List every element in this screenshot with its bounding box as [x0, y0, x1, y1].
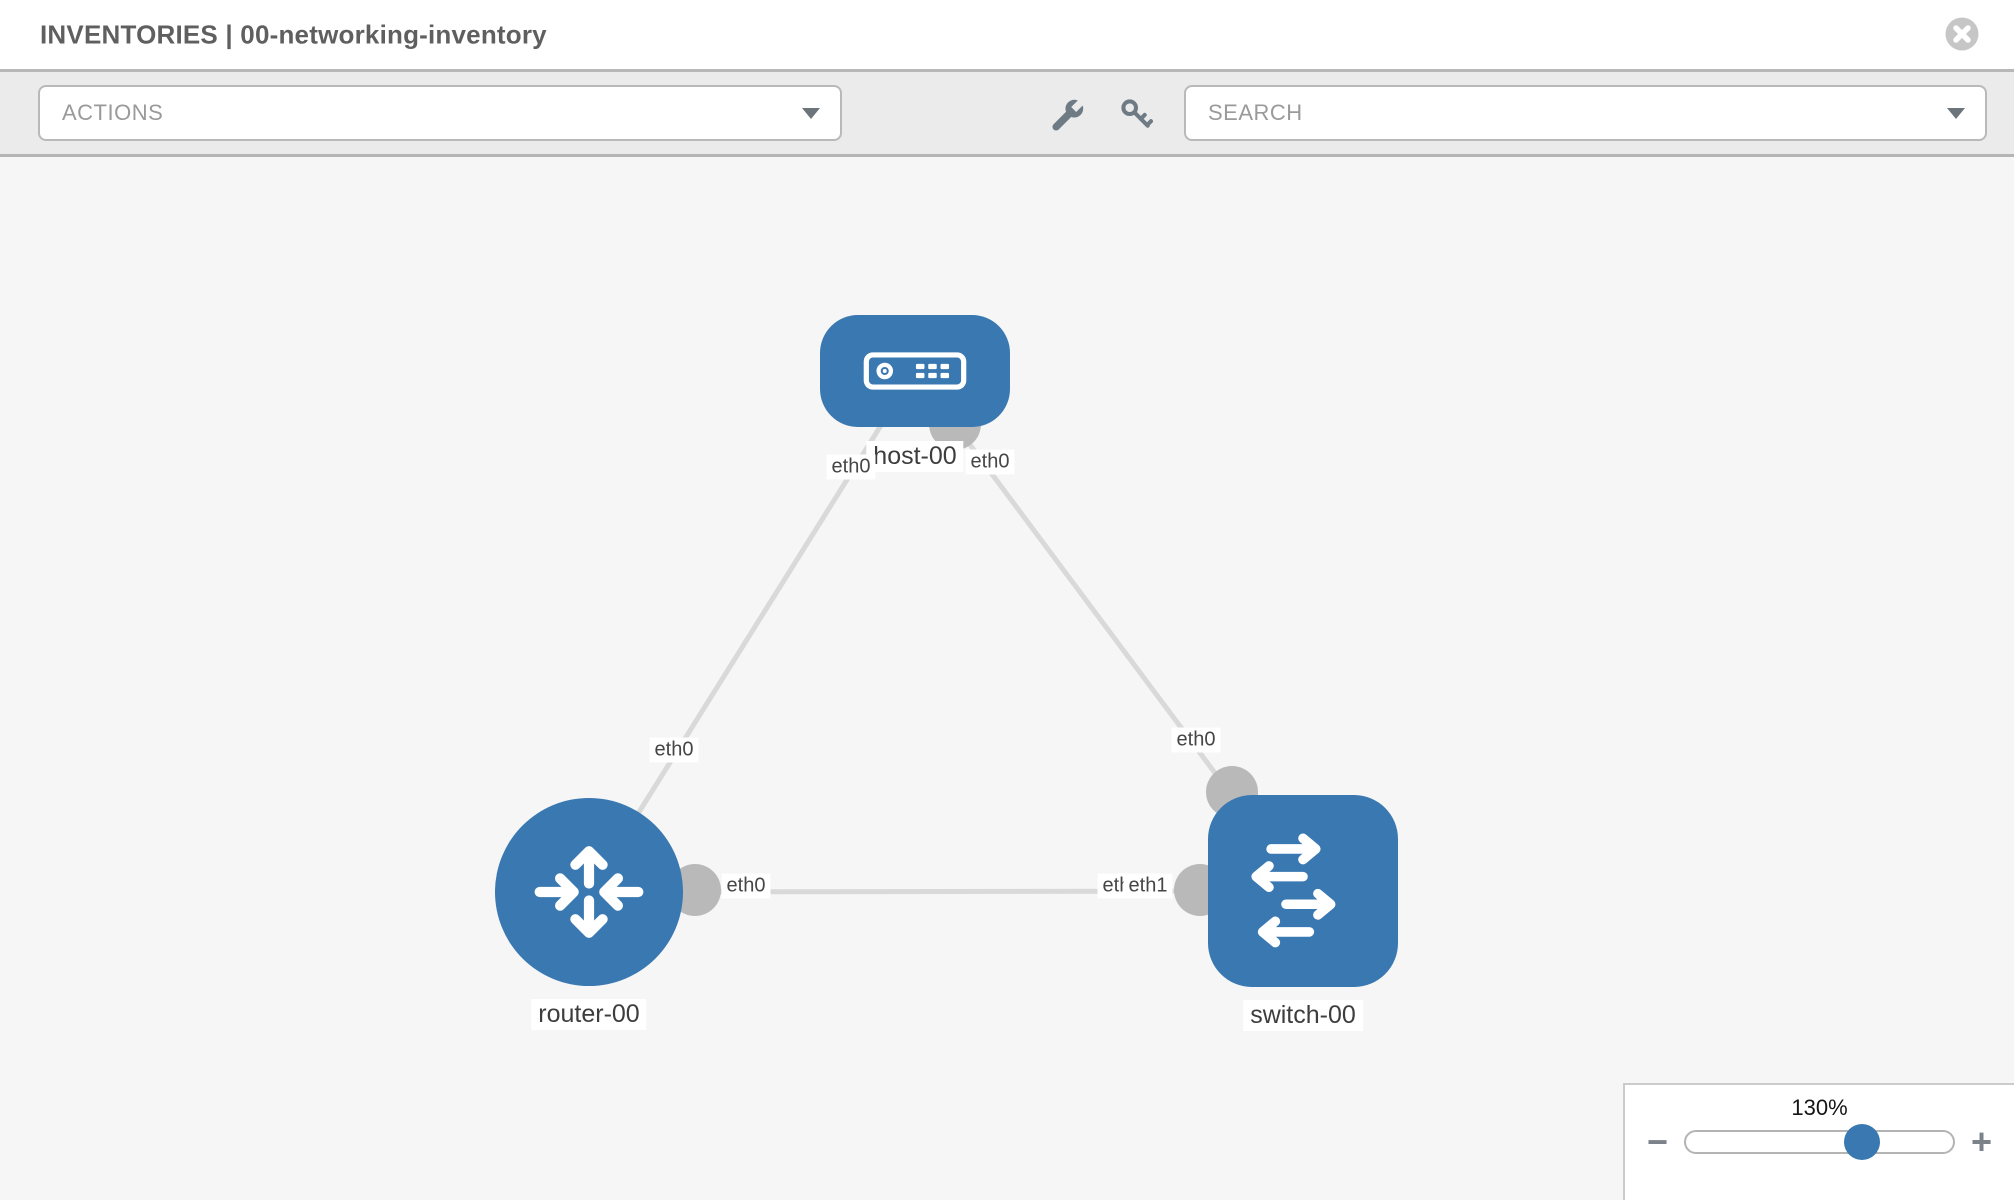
interface-label: eth0 — [649, 737, 699, 763]
toolbar: ACTIONS SEARCH — [0, 69, 2014, 157]
node-label-router-00: router-00 — [531, 999, 647, 1030]
zoom-slider-knob[interactable] — [1844, 1124, 1881, 1161]
node-router-00[interactable] — [495, 798, 683, 986]
topology-links-layer — [586, 369, 1306, 916]
wrench-button[interactable] — [1049, 96, 1087, 134]
page-title: INVENTORIES | 00-networking-inventory — [40, 19, 547, 49]
router-icon — [534, 846, 644, 938]
key-button[interactable] — [1118, 96, 1156, 134]
node-label-switch-00: switch-00 — [1243, 1000, 1363, 1031]
interface-label: eth0 — [1171, 727, 1221, 753]
search-dropdown-label: SEARCH — [1208, 100, 1303, 125]
actions-dropdown-label: ACTIONS — [62, 100, 164, 125]
node-host-00[interactable] — [820, 315, 1010, 427]
search-dropdown[interactable]: SEARCH — [1184, 85, 1987, 141]
close-icon — [1945, 17, 1979, 51]
switch-icon — [1251, 833, 1336, 947]
interface-label: eth1 — [1123, 873, 1173, 899]
zoom-control: 130% − + — [1623, 1083, 2014, 1200]
interface-label: eth0 — [826, 454, 876, 480]
caret-down-icon — [802, 108, 820, 119]
node-label-host-00: host-00 — [866, 441, 964, 472]
zoom-slider-track[interactable] — [1684, 1124, 1955, 1161]
interface-label: eth0 — [721, 873, 771, 899]
wrench-icon — [1052, 96, 1087, 131]
zoom-in-button[interactable]: + — [1970, 1121, 1992, 1162]
interface-label: eth0 — [965, 449, 1015, 475]
zoom-percentage: 130% — [1791, 1095, 1848, 1120]
close-button[interactable] — [1945, 17, 1979, 51]
actions-dropdown[interactable]: ACTIONS — [38, 85, 842, 141]
topology-canvas[interactable]: host-00 router-00 switch-00 130% − + eth… — [0, 157, 2014, 1200]
zoom-out-button[interactable]: − — [1647, 1121, 1669, 1162]
node-switch-00[interactable] — [1208, 795, 1398, 987]
header: INVENTORIES | 00-networking-inventory — [0, 0, 2014, 69]
host-icon — [863, 352, 967, 390]
caret-down-icon — [1947, 108, 1965, 119]
key-icon — [1121, 99, 1154, 128]
